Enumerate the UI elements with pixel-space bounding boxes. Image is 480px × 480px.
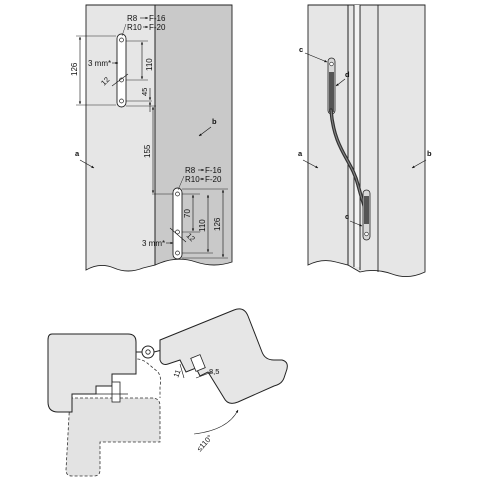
dim-126-bottom: 126 bbox=[213, 217, 222, 231]
sash-bracket bbox=[190, 354, 206, 372]
label-c-bottom: c bbox=[345, 212, 349, 221]
bracket-block bbox=[111, 381, 121, 403]
dim-70: 70 bbox=[183, 209, 192, 218]
callout-f20-top: F-20 bbox=[149, 23, 166, 32]
dim-126-top: 126 bbox=[70, 62, 79, 76]
opening-angle-label: ≤110° bbox=[195, 433, 214, 453]
label-a-right: a bbox=[298, 149, 303, 158]
frame-profile-a bbox=[85, 4, 156, 272]
opening-angle-arc bbox=[193, 409, 239, 435]
screw-hole-icon bbox=[119, 77, 124, 83]
callout-f16-bottom: F-16 bbox=[205, 166, 222, 175]
dimension-line bbox=[111, 73, 129, 87]
frame-profile-a bbox=[307, 4, 349, 266]
rebate-face bbox=[354, 5, 360, 267]
label-arrow bbox=[79, 159, 95, 169]
label-d: d bbox=[345, 70, 350, 79]
dimension-line bbox=[195, 371, 213, 379]
callout-f20-bottom: F-20 bbox=[205, 175, 222, 184]
screw-hole-icon bbox=[329, 61, 334, 67]
frame-section bbox=[47, 333, 137, 413]
section-view: 11 8,5 ≤110° bbox=[47, 308, 288, 477]
right-elevation-view: c d c a b bbox=[298, 4, 432, 277]
screw-hole-icon bbox=[175, 229, 180, 235]
callout-r8-bottom: R8 bbox=[185, 166, 196, 175]
bottom-hinge-plate bbox=[172, 187, 183, 260]
hinge-pin-icon bbox=[145, 349, 151, 355]
label-arrow bbox=[411, 159, 427, 169]
callout-f16-top: F-16 bbox=[149, 14, 166, 23]
label-b-right: b bbox=[427, 149, 432, 158]
top-hinge-plate bbox=[116, 33, 127, 108]
callout-leader bbox=[177, 175, 185, 191]
callout-r8-top: R8 bbox=[127, 14, 138, 23]
callout-r10-bottom: R10 bbox=[185, 175, 200, 184]
screw-hole-icon bbox=[119, 98, 124, 104]
hidden-sash-profile bbox=[65, 397, 161, 477]
dim-45: 45 bbox=[140, 88, 149, 96]
label-c-top: c bbox=[299, 45, 303, 54]
left-elevation-view: R8 F-16 R10 F-20 126 3 mm* 12 110 45 155 bbox=[70, 4, 233, 272]
dim-8-5: 8,5 bbox=[209, 367, 219, 376]
dim-110-top: 110 bbox=[145, 58, 154, 71]
label-a-left: a bbox=[75, 149, 80, 158]
screw-hole-icon bbox=[119, 37, 124, 43]
label-arrow bbox=[198, 126, 212, 137]
label-b-left: b bbox=[212, 117, 217, 126]
dimension-line bbox=[169, 227, 187, 243]
screw-hole-icon bbox=[175, 250, 180, 256]
label-arrow bbox=[302, 159, 319, 169]
dim-11: 11 bbox=[171, 368, 182, 378]
sash-section-open bbox=[159, 308, 288, 404]
label-arrow bbox=[335, 78, 346, 87]
screw-hole-icon bbox=[364, 231, 369, 237]
callout-leader bbox=[121, 23, 127, 37]
dim-3mm-top: 3 mm* bbox=[88, 59, 111, 68]
dim-155: 155 bbox=[143, 144, 152, 158]
lower-hinge-block bbox=[364, 196, 369, 224]
label-arrow bbox=[349, 220, 363, 227]
dim-110-bottom: 110 bbox=[198, 219, 207, 232]
dimension-line bbox=[179, 363, 185, 379]
label-arrow bbox=[304, 52, 328, 63]
upper-hinge-block bbox=[329, 72, 334, 112]
dim-3mm-bottom: 3 mm* bbox=[142, 239, 165, 248]
callout-r10-top: R10 bbox=[127, 23, 142, 32]
screw-hole-icon bbox=[175, 191, 180, 197]
